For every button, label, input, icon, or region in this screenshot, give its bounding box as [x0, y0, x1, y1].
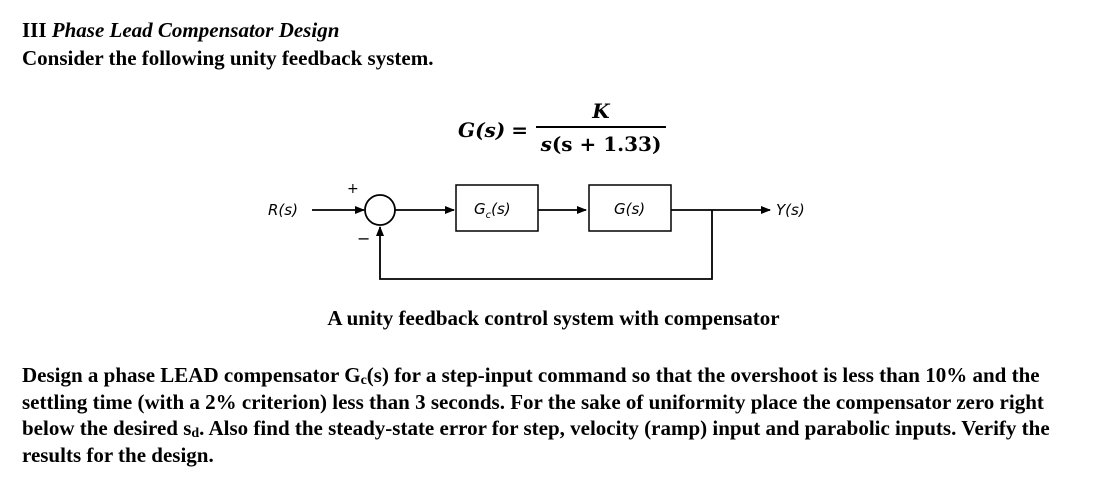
- section-topic: Phase Lead Compensator Design: [51, 18, 340, 42]
- transfer-function-fraction: K s(s + 1.33): [536, 98, 666, 158]
- task-subscript-c: c: [360, 373, 367, 388]
- output-label: Y(s): [776, 201, 805, 219]
- input-label: R(s): [268, 201, 298, 219]
- task-part-1: Design a phase LEAD compensator G: [22, 363, 361, 387]
- tf-equals-sign: =: [511, 118, 529, 142]
- task-statement: Design a phase LEAD compensator Gc(s) fo…: [22, 362, 1097, 468]
- task-part-3: . Also find the steady-state error for s…: [22, 416, 1050, 467]
- feedback-path: [376, 210, 713, 280]
- section-number: III: [22, 18, 47, 42]
- tf-denominator: s(s + 1.33): [536, 130, 666, 158]
- tf-lhs-label: G(s): [458, 118, 506, 142]
- tf-denominator-rest: (s + 1.33): [551, 132, 662, 156]
- task-part-2: (s) for a step-input command so that the…: [22, 363, 1044, 440]
- compensator-label: Gc(s): [474, 200, 511, 221]
- plus-sign: +: [347, 181, 359, 197]
- intro-text: Consider the following unity feedback sy…: [22, 46, 434, 70]
- section-title: III Phase Lead Compensator Design: [22, 17, 339, 43]
- transfer-function-lhs: G(s)=: [458, 118, 528, 142]
- plant-block: [588, 184, 672, 232]
- tf-denominator-var: s: [540, 132, 552, 156]
- figure-caption: A unity feedback control system with com…: [327, 306, 780, 330]
- plant-label: G(s): [614, 200, 645, 218]
- fraction-bar: [536, 126, 666, 128]
- minus-sign: −: [357, 229, 370, 248]
- summing-junction: [364, 194, 396, 226]
- task-subscript-d: d: [191, 426, 200, 441]
- compensator-block: [455, 184, 539, 232]
- tf-numerator: K: [592, 99, 610, 123]
